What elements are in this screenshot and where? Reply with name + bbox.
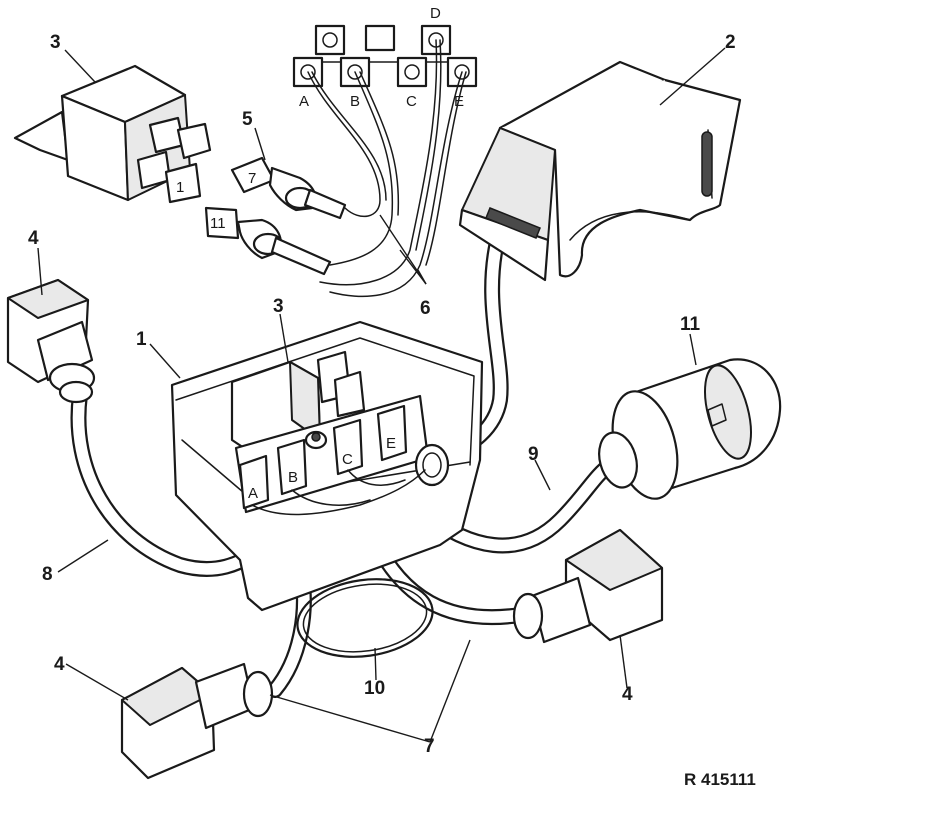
mounting-bracket xyxy=(458,60,742,282)
callout-3-relay: 3 xyxy=(50,32,61,53)
box-pin-label-b: B xyxy=(288,469,298,486)
connector-left xyxy=(6,278,96,404)
junction-box xyxy=(170,320,484,612)
callout-1: 1 xyxy=(136,329,147,350)
spade-terminal-7: 7 xyxy=(230,156,347,220)
connector-right xyxy=(512,528,664,644)
callout-4-left: 4 xyxy=(28,228,39,249)
relay-pin-label-11: 11 xyxy=(210,215,226,232)
connector-bottom-left xyxy=(120,662,274,780)
callout-10: 10 xyxy=(364,678,385,699)
callout-11: 11 xyxy=(680,314,701,335)
callout-6: 6 xyxy=(420,298,431,319)
box-pin-label-a: A xyxy=(248,485,258,502)
pin-label-a: A xyxy=(299,93,309,110)
pin-label-c: C xyxy=(406,93,417,110)
callout-3-box: 3 xyxy=(273,296,284,317)
callout-2: 2 xyxy=(725,32,736,53)
callout-7: 7 xyxy=(424,736,435,757)
pin-label-d: D xyxy=(430,5,441,22)
callout-8: 8 xyxy=(42,564,53,585)
box-pin-label-e: E xyxy=(386,435,396,452)
round-socket xyxy=(598,358,782,500)
spade-terminal-11: 11 xyxy=(204,206,332,276)
callout-4-right: 4 xyxy=(622,684,633,705)
pin-wires xyxy=(307,39,467,298)
pin-label-e: E xyxy=(454,93,464,110)
callout-4-bottom-left: 4 xyxy=(54,654,65,675)
relay-pin-label-7: 7 xyxy=(248,170,256,187)
callout-9: 9 xyxy=(528,444,539,465)
reference-code: R 415111 xyxy=(684,770,756,789)
pin-block xyxy=(292,24,478,88)
box-pin-label-c: C xyxy=(342,451,353,468)
callout-5: 5 xyxy=(242,109,253,130)
relay-pin-label-1: 1 xyxy=(176,179,184,196)
pin-label-b: B xyxy=(350,93,360,110)
relay: 1 xyxy=(13,64,212,204)
leader-lines xyxy=(37,47,726,743)
